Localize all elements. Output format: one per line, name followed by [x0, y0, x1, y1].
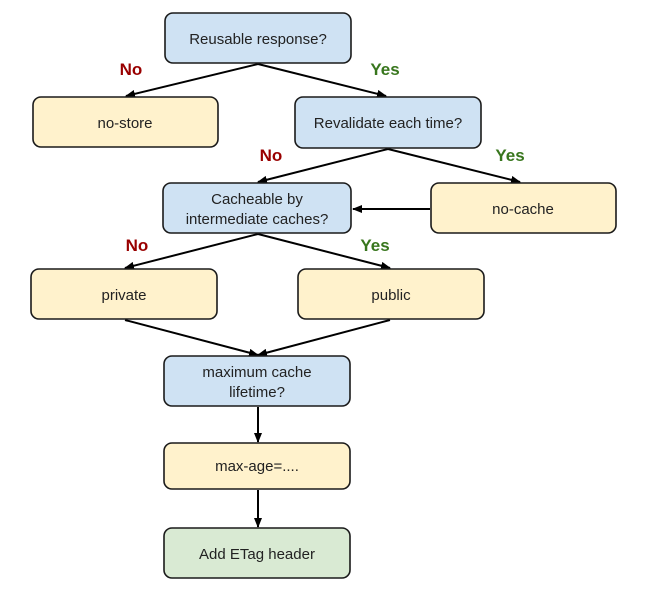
node-box [430, 182, 617, 234]
node-box [164, 12, 352, 64]
node-box [30, 268, 218, 320]
node-box [163, 442, 351, 490]
edge-revalidate-to-cacheable [257, 148, 389, 184]
label-cacheable-no: No [126, 236, 149, 255]
edge-reusable-to-no-store [125, 63, 259, 98]
node-add-etag-header: Add ETag header [163, 527, 351, 579]
node-label: public [371, 287, 411, 304]
edges [124, 63, 521, 528]
node-maximum-cache-lifetime: maximum cache lifetime? [163, 355, 351, 407]
edge-cacheable-to-public [257, 233, 391, 270]
node-label: no-store [97, 115, 152, 132]
node-label-line-2: lifetime? [229, 384, 285, 401]
branch-labels: No Yes No Yes No Yes [120, 60, 525, 255]
node-label: max-age=.... [215, 458, 299, 475]
node-private: private [30, 268, 218, 320]
node-box [162, 182, 352, 234]
node-label: Revalidate each time? [314, 115, 462, 132]
label-reusable-yes: Yes [370, 60, 399, 79]
node-box [163, 355, 351, 407]
node-box [32, 96, 219, 148]
node-box [294, 96, 482, 149]
node-label: no-cache [492, 201, 554, 218]
node-revalidate-each-time: Revalidate each time? [294, 96, 482, 149]
node-label-line-1: maximum cache [202, 364, 311, 381]
label-revalidate-yes: Yes [495, 146, 524, 165]
label-cacheable-yes: Yes [360, 236, 389, 255]
edge-public-to-max-lifetime [257, 319, 391, 357]
edge-revalidate-to-no-cache [387, 148, 521, 184]
edge-private-to-max-lifetime [124, 319, 259, 357]
node-cacheable-by-intermediate-caches: Cacheable by intermediate caches? [162, 182, 352, 234]
edge-reusable-to-revalidate [257, 63, 387, 98]
label-revalidate-no: No [260, 146, 283, 165]
node-label: Add ETag header [199, 546, 315, 563]
edge-cacheable-to-private [124, 233, 259, 270]
label-reusable-no: No [120, 60, 143, 79]
node-reusable-response: Reusable response? [164, 12, 352, 64]
node-label-line-1: Cacheable by [211, 191, 303, 208]
node-label-line-2: intermediate caches? [186, 211, 329, 228]
node-box [163, 527, 351, 579]
node-label: private [101, 287, 146, 304]
node-box [297, 268, 485, 320]
node-public: public [297, 268, 485, 320]
node-label: Reusable response? [189, 31, 327, 48]
node-max-age: max-age=.... [163, 442, 351, 490]
node-no-cache: no-cache [430, 182, 617, 234]
node-no-store: no-store [32, 96, 219, 148]
